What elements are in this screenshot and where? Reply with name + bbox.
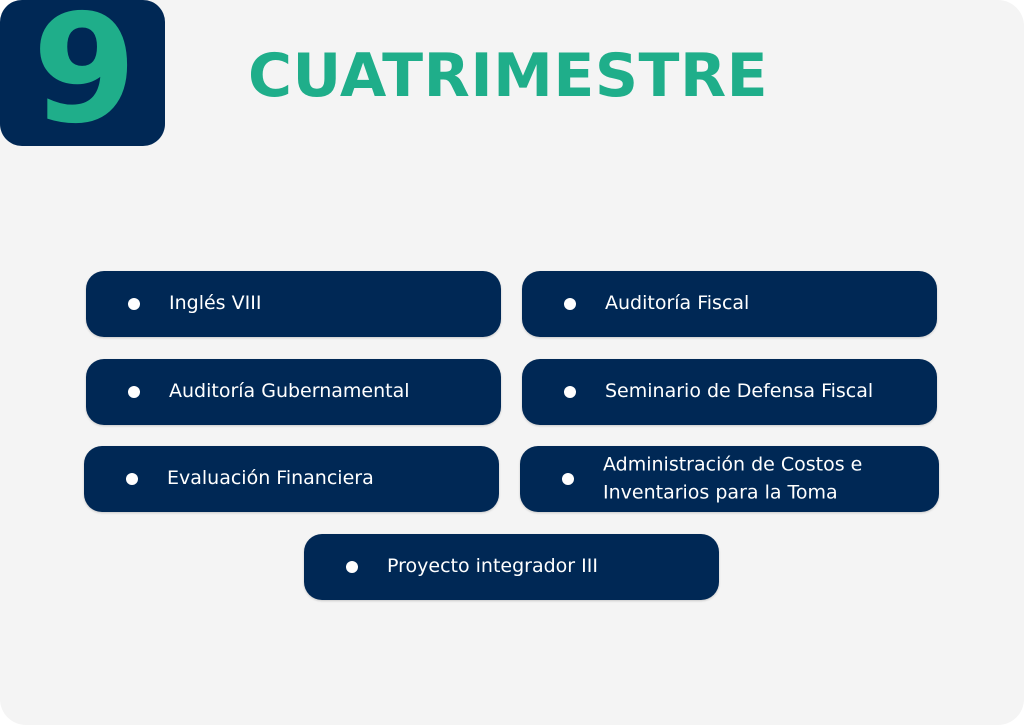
bullet-icon — [128, 386, 140, 398]
page-title: CUATRIMESTRE — [248, 41, 769, 111]
subject-item: Evaluación Financiera — [84, 446, 499, 512]
subject-label: Proyecto integrador III — [387, 555, 598, 578]
subject-label: Seminario de Defensa Fiscal — [605, 380, 874, 403]
subject-item: Seminario de Defensa Fiscal — [522, 359, 937, 425]
subject-label: Administración de Costos e Inventarios p… — [603, 453, 863, 503]
bullet-icon — [126, 473, 138, 485]
subject-item: Proyecto integrador III — [304, 534, 719, 600]
bullet-icon — [564, 386, 576, 398]
bullet-icon — [564, 298, 576, 310]
subject-item: Administración de Costos e Inventarios p… — [520, 446, 939, 512]
subject-label: Auditoría Fiscal — [605, 292, 750, 315]
bullet-icon — [128, 298, 140, 310]
subject-label: Inglés VIII — [169, 292, 262, 315]
subject-item: Auditoría Fiscal — [522, 271, 937, 337]
subject-item: Inglés VIII — [86, 271, 501, 337]
subject-item: Auditoría Gubernamental — [86, 359, 501, 425]
bullet-icon — [562, 473, 574, 485]
subject-label: Evaluación Financiera — [167, 467, 374, 490]
bullet-icon — [346, 561, 358, 573]
semester-number: 9 — [32, 0, 136, 157]
semester-number-badge: 9 — [0, 0, 165, 146]
subject-label: Auditoría Gubernamental — [169, 380, 410, 403]
